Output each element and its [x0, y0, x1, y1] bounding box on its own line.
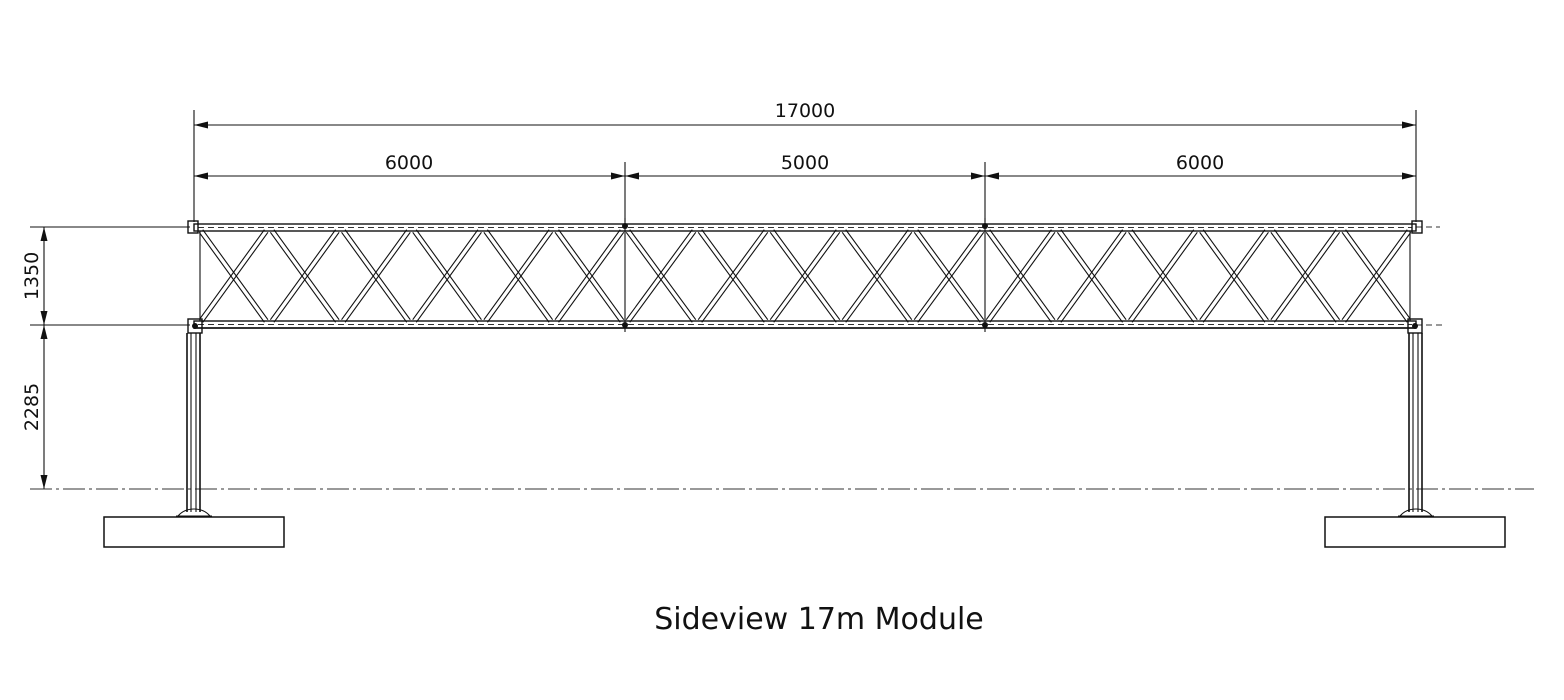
- truss-diagonal-member: [913, 231, 981, 323]
- truss-diagonal-member: [1056, 231, 1123, 323]
- height-dimensions: 1350 2285: [21, 226, 190, 489]
- truss-diagonal-member: [629, 229, 697, 321]
- truss-diagonal-member: [773, 231, 841, 323]
- truss-diagonal-member: [697, 231, 765, 323]
- truss-diagonal-member: [344, 229, 411, 321]
- truss-diagonal-member: [202, 231, 269, 323]
- truss-diagonal-member: [917, 229, 985, 321]
- truss-diagonal-member: [415, 231, 482, 323]
- truss-diagonal-member: [1270, 231, 1337, 323]
- truss-diagonal-member: [1341, 231, 1408, 323]
- truss-diagonal-member: [841, 229, 909, 321]
- truss-diagonal-member: [913, 229, 981, 321]
- truss-diagonal-member: [412, 231, 479, 323]
- truss-diagonal-member: [769, 229, 837, 321]
- truss-diagonal-member: [483, 231, 550, 323]
- truss-diagonal-member: [269, 229, 336, 321]
- truss-diagonal-member: [273, 229, 340, 321]
- segment-joints: [622, 218, 988, 332]
- truss-diagonal-member: [1341, 229, 1408, 321]
- truss-diagonal-member: [625, 231, 693, 323]
- truss-diagonal-member: [985, 229, 1052, 321]
- truss-diagonal-member: [1060, 231, 1127, 323]
- truss-diagonal-member: [554, 231, 621, 323]
- truss-diagonal-member: [629, 231, 697, 323]
- truss-diagonal-member: [202, 229, 269, 321]
- truss-diagonal-member: [769, 231, 837, 323]
- truss-diagonal-member: [198, 231, 265, 323]
- truss-diagonal-member: [845, 231, 913, 323]
- truss-diagonal-member: [1128, 229, 1195, 321]
- truss-diagonal-member: [483, 229, 550, 321]
- truss-diagonal-member: [1131, 229, 1198, 321]
- truss-diagonal-member: [273, 231, 340, 323]
- truss-diagonal-member: [1202, 231, 1269, 323]
- left-support-column: [176, 333, 212, 517]
- truss-height-label: 1350: [21, 252, 43, 300]
- truss-diagonal-member: [1345, 231, 1412, 323]
- truss-diagonal-member: [487, 231, 554, 323]
- truss-diagonal-member: [1128, 231, 1195, 323]
- left-foundation-block: [103, 516, 285, 548]
- truss-diagonal-member: [198, 229, 265, 321]
- truss-diagonal-member: [341, 229, 408, 321]
- right-foundation-block: [1324, 516, 1506, 548]
- truss-diagonal-member: [989, 231, 1056, 323]
- overall-length-label: 17000: [775, 100, 835, 122]
- truss-diagonal-member: [1202, 229, 1269, 321]
- truss-diagonal-member: [1270, 229, 1337, 321]
- truss-diagonal-member: [697, 229, 765, 321]
- truss-diagonal-member: [989, 229, 1056, 321]
- end-connectors: [187, 220, 1423, 334]
- drawing-title: Sideview 17m Module: [654, 602, 984, 637]
- truss-diagonal-member: [558, 231, 625, 323]
- truss-diagonal-member: [1060, 229, 1127, 321]
- truss-diagonal-member: [985, 231, 1052, 323]
- truss-diagonal-member: [344, 231, 411, 323]
- truss-diagonal-member: [558, 229, 625, 321]
- truss-diagonal-member: [1199, 229, 1266, 321]
- truss-diagonal-member: [701, 231, 769, 323]
- truss-diagonal-member: [1345, 229, 1412, 321]
- segment-3-length-label: 6000: [1176, 152, 1224, 174]
- truss-diagonal-member: [269, 231, 336, 323]
- clearance-height-label: 2285: [21, 383, 43, 431]
- truss-diagonal-member: [554, 229, 621, 321]
- truss-diagonal-member: [1199, 231, 1266, 323]
- segment-2-length-label: 5000: [781, 152, 829, 174]
- truss-diagonal-member: [625, 229, 693, 321]
- truss-diagonal-member: [1056, 229, 1123, 321]
- truss-diagonal-member: [415, 229, 482, 321]
- segment-1-length-label: 6000: [385, 152, 433, 174]
- truss-diagonal-member: [845, 229, 913, 321]
- truss-diagonal-member: [1274, 231, 1341, 323]
- truss-chords: [193, 223, 1417, 329]
- truss-diagonal-member: [1274, 229, 1341, 321]
- truss-diagonal-member: [773, 229, 841, 321]
- overall-dimension: 17000: [193, 100, 1417, 222]
- truss-diagonal-member: [1131, 231, 1198, 323]
- truss-diagonal-member: [917, 231, 985, 323]
- segment-dimensions: 6000 5000 6000: [194, 152, 1416, 222]
- truss-diagonal-member: [841, 231, 909, 323]
- truss-diagonal-member: [701, 229, 769, 321]
- truss-web-members: [198, 229, 1412, 323]
- truss-diagonal-member: [341, 231, 408, 323]
- truss-diagonal-member: [412, 229, 479, 321]
- truss-diagonal-member: [487, 229, 554, 321]
- right-support-column: [1398, 333, 1434, 517]
